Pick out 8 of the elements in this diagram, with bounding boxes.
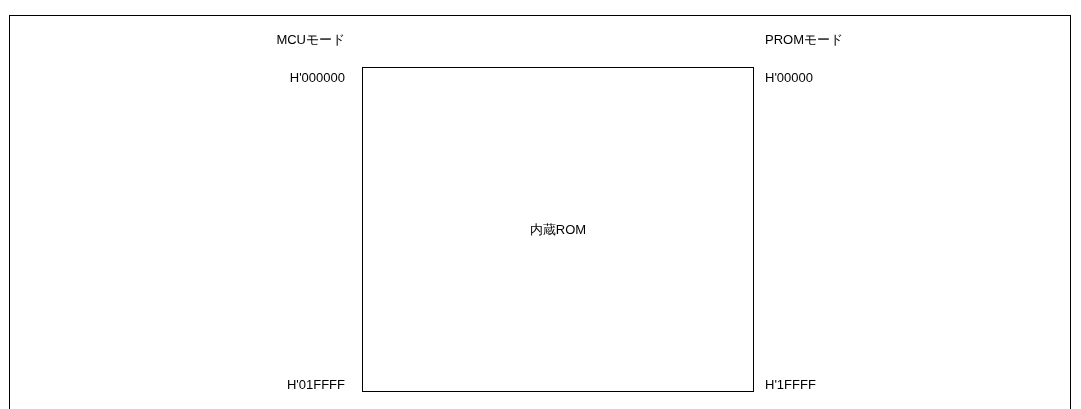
address-label: H'000000: [289, 70, 345, 86]
memory-region-box: [362, 67, 754, 392]
address-label: H'01FFFF: [286, 377, 345, 393]
mode-heading: MCUモード: [276, 32, 345, 48]
mode-heading: PROMモード: [765, 32, 843, 48]
address-label: H'1FFFF: [765, 377, 816, 393]
region-label: 内蔵ROM: [529, 220, 587, 239]
address-label: H'00000: [765, 70, 814, 86]
